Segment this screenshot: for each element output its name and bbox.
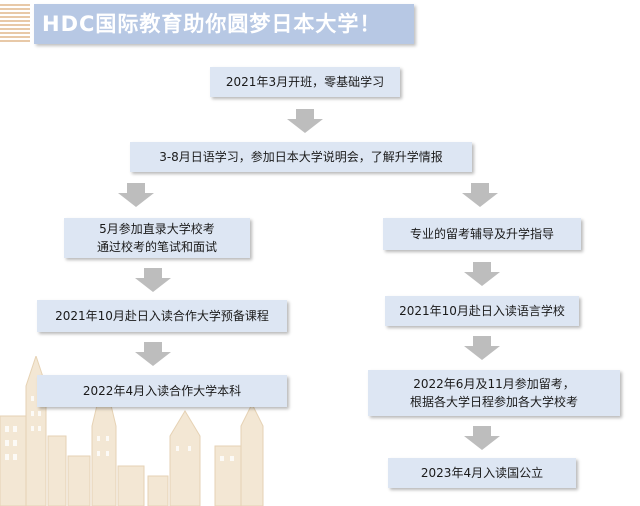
flow-left-exam: 5月参加直录大学校考 通过校考的笔试和面试 xyxy=(64,218,250,258)
down-arrow-icon xyxy=(464,262,500,286)
header-stripe-decoration xyxy=(0,4,30,44)
flow-right-eju-exam: 2022年6月及11月参加留考， 根据各大学日程参加各大学校考 xyxy=(368,370,620,416)
flow-right-eju-exam-line1: 2022年6月及11月参加留考， xyxy=(413,377,575,391)
down-arrow-icon xyxy=(135,268,171,292)
flow-left-prep-course-label: 2021年10月赴日入读合作大学预备课程 xyxy=(55,309,269,323)
flow-step-start: 2021年3月开班，零基础学习 xyxy=(210,67,400,97)
flow-right-language-school-label: 2021年10月赴日入读语言学校 xyxy=(399,304,565,318)
down-arrow-icon xyxy=(462,183,498,207)
flow-right-national-university-label: 2023年4月入读国公立 xyxy=(420,466,544,480)
flow-right-language-school: 2021年10月赴日入读语言学校 xyxy=(385,296,579,326)
page-title: HDC国际教育助你圆梦日本大学！ xyxy=(34,4,414,44)
flow-right-eju-exam-line2: 根据各大学日程参加各大学校考 xyxy=(409,395,578,409)
flow-left-prep-course: 2021年10月赴日入读合作大学预备课程 xyxy=(37,300,287,332)
down-arrow-icon xyxy=(135,342,171,366)
flow-left-exam-line2: 通过校考的笔试和面试 xyxy=(96,240,217,254)
down-arrow-icon xyxy=(118,183,154,207)
flow-left-undergrad: 2022年4月入读合作大学本科 xyxy=(37,375,287,407)
down-arrow-icon xyxy=(464,336,500,360)
flow-step-language-study: 3-8月日语学习，参加日本大学说明会，了解升学情报 xyxy=(130,142,472,172)
flow-step-start-label: 2021年3月开班，零基础学习 xyxy=(225,75,385,89)
flow-step-language-study-label: 3-8月日语学习，参加日本大学说明会，了解升学情报 xyxy=(159,150,443,164)
down-arrow-icon xyxy=(287,109,323,133)
down-arrow-icon xyxy=(464,426,500,450)
flow-right-national-university: 2023年4月入读国公立 xyxy=(388,458,576,488)
flow-left-undergrad-label: 2022年4月入读合作大学本科 xyxy=(82,384,242,398)
flow-left-exam-line1: 5月参加直录大学校考 xyxy=(99,222,215,236)
flow-right-tutoring-label: 专业的留考辅导及升学指导 xyxy=(409,227,554,241)
flow-right-tutoring: 专业的留考辅导及升学指导 xyxy=(383,218,581,250)
